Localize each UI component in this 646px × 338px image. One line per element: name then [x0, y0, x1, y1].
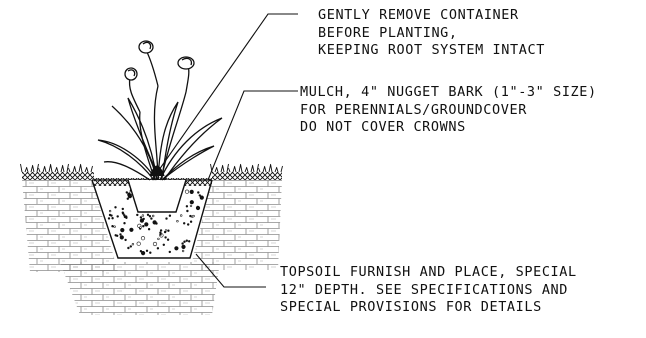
mulch-leader — [207, 90, 298, 181]
container-callout: GENTLY REMOVE CONTAINER BEFORE PLANTING,… — [318, 7, 545, 60]
mulch-callout-line: MULCH, 4" NUGGET BARK (1"-3" SIZE) — [300, 84, 597, 100]
ground-surface — [20, 163, 283, 180]
topsoil-callout-line: TOPSOIL FURNISH AND PLACE, SPECIAL — [280, 264, 577, 280]
root-ball — [127, 179, 187, 213]
mulch-callout-line: FOR PERENNIALS/GROUNDCOVER — [300, 101, 527, 118]
topsoil-leader — [195, 253, 266, 288]
container-callout-line: KEEPING ROOT SYSTEM INTACT — [318, 42, 545, 58]
container-leader — [151, 13, 298, 181]
container-callout-line: GENTLY REMOVE CONTAINER — [318, 7, 519, 23]
topsoil-fill — [107, 188, 204, 256]
mulch-callout-line: DO NOT COVER CROWNS — [300, 119, 466, 135]
container-callout-line: BEFORE PLANTING, — [318, 24, 458, 41]
planting-pit — [91, 178, 213, 259]
native-soil — [22, 180, 282, 315]
topsoil-callout-line: SPECIAL PROVISIONS FOR DETAILS — [280, 299, 542, 315]
topsoil-callout-line: 12" DEPTH. SEE SPECIFICATIONS AND — [280, 281, 569, 298]
mulch-callout: MULCH, 4" NUGGET BARK (1"-3" SIZE) FOR P… — [300, 84, 597, 137]
topsoil-callout: TOPSOIL FURNISH AND PLACE, SPECIAL 12" D… — [280, 264, 577, 317]
leader-lines — [151, 13, 298, 288]
perennial-plant — [97, 40, 223, 181]
